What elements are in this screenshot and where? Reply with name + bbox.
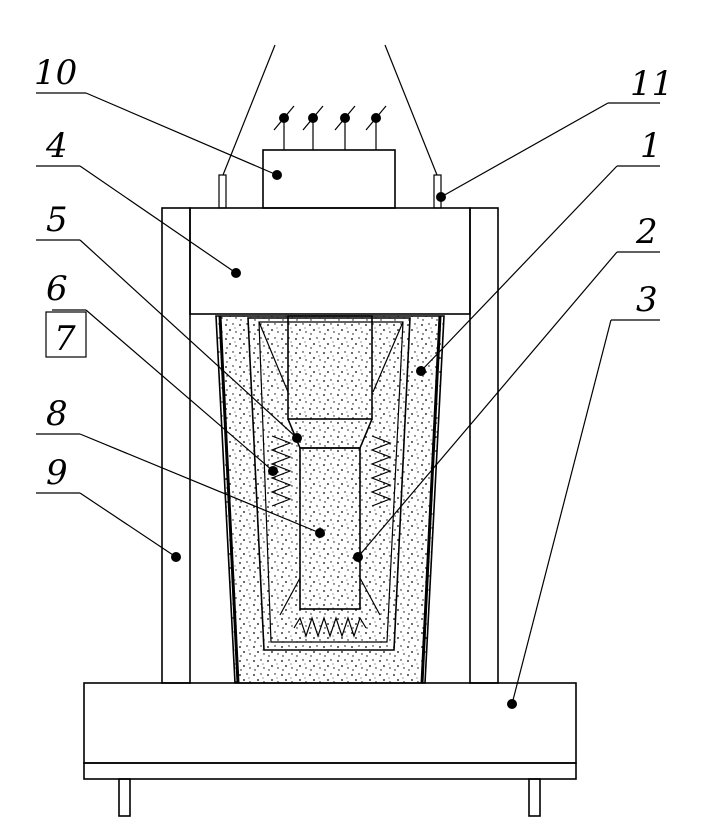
terminal-leads [273, 105, 387, 150]
part-labels: 10 11 4 1 5 2 6 7 3 8 9 [34, 53, 673, 493]
dot-5 [292, 433, 302, 443]
label-2: 2 [635, 212, 658, 252]
left-sling [222, 44, 276, 176]
label-3: 3 [636, 280, 658, 320]
heater-coil-left [270, 435, 292, 507]
label-8: 8 [46, 394, 68, 434]
left-foot [118, 778, 131, 817]
crucible [247, 317, 411, 651]
lifting-lugs [218, 44, 442, 209]
seed-holder [287, 315, 373, 610]
left-wall [161, 207, 191, 684]
heater-coil-right [370, 435, 392, 507]
right-wall [469, 207, 499, 684]
dot-3 [507, 699, 517, 709]
leader-dots [171, 170, 517, 709]
outer-shell-walls [161, 207, 499, 684]
label-4: 4 [45, 126, 68, 166]
top-cover [189, 207, 471, 315]
crystal-growth-zone [299, 447, 361, 610]
label-6: 6 [46, 269, 68, 309]
label-11: 11 [630, 64, 673, 104]
label-9: 9 [46, 453, 68, 493]
dot-8 [315, 528, 325, 538]
label-5: 5 [46, 200, 68, 240]
dot-1 [416, 366, 426, 376]
right-foot [528, 778, 541, 817]
dot-11 [436, 192, 446, 202]
leader-lines [36, 92, 660, 705]
base-plate [83, 682, 577, 817]
dot-4 [231, 268, 241, 278]
label-10: 10 [34, 53, 77, 93]
label-1: 1 [640, 126, 662, 166]
dot-6 [268, 466, 278, 476]
dot-2 [353, 552, 363, 562]
control-box [262, 105, 396, 209]
dot-10 [272, 170, 282, 180]
label-7-box [45, 311, 87, 358]
label-7: 7 [54, 319, 76, 359]
heater-coil-bottom [293, 616, 367, 638]
right-sling [384, 44, 438, 176]
dot-9 [171, 552, 181, 562]
